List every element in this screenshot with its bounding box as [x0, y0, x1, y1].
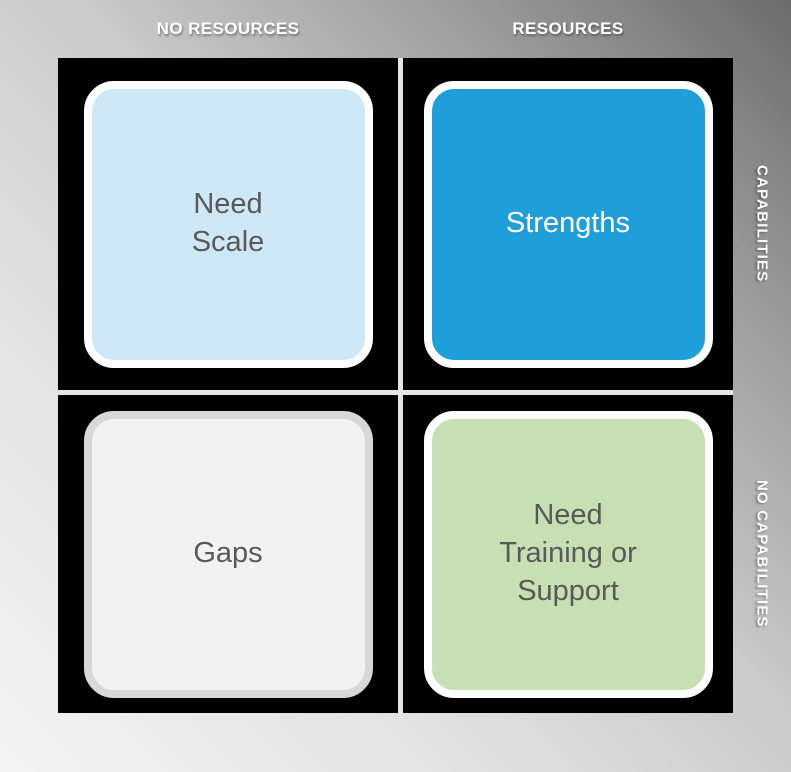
- label-line: Scale: [191, 226, 265, 258]
- quadrant-strengths: Strengths: [423, 80, 713, 368]
- matrix-grid: Need Scale Strengths Gaps Need: [58, 58, 733, 713]
- cell-capabilities-no-resources: Need Scale: [58, 58, 398, 390]
- label-line: Strengths: [505, 207, 631, 240]
- quadrant-need-scale-label: Need Scale: [192, 186, 265, 261]
- column-header-resources: RESOURCES: [512, 19, 624, 38]
- row-header-capabilities: CAPABILITIES: [753, 165, 771, 283]
- label-line: Need: [533, 499, 603, 532]
- label-line: Support: [517, 574, 619, 607]
- quadrant-strengths-label: Strengths: [506, 205, 630, 243]
- quadrant-need-scale: Need Scale: [83, 80, 373, 368]
- cell-no-capabilities-resources: Need Training or Support: [403, 395, 733, 713]
- cell-capabilities-resources: Strengths: [403, 58, 733, 390]
- quadrant-gaps-label: Gaps: [193, 535, 262, 573]
- label-line: Training or: [499, 537, 637, 570]
- cell-no-capabilities-no-resources: Gaps: [58, 395, 398, 713]
- column-header-no-resources: NO RESOURCES: [156, 19, 300, 38]
- quadrant-gaps: Gaps: [83, 410, 373, 698]
- label-line: Need: [193, 188, 263, 221]
- quadrant-need-training-label: Need Training or Support: [499, 497, 637, 610]
- label-line: Gaps: [193, 537, 263, 570]
- quadrant-need-training-or-support: Need Training or Support: [423, 410, 713, 698]
- row-header-no-capabilities: NO CAPABILITIES: [753, 480, 771, 628]
